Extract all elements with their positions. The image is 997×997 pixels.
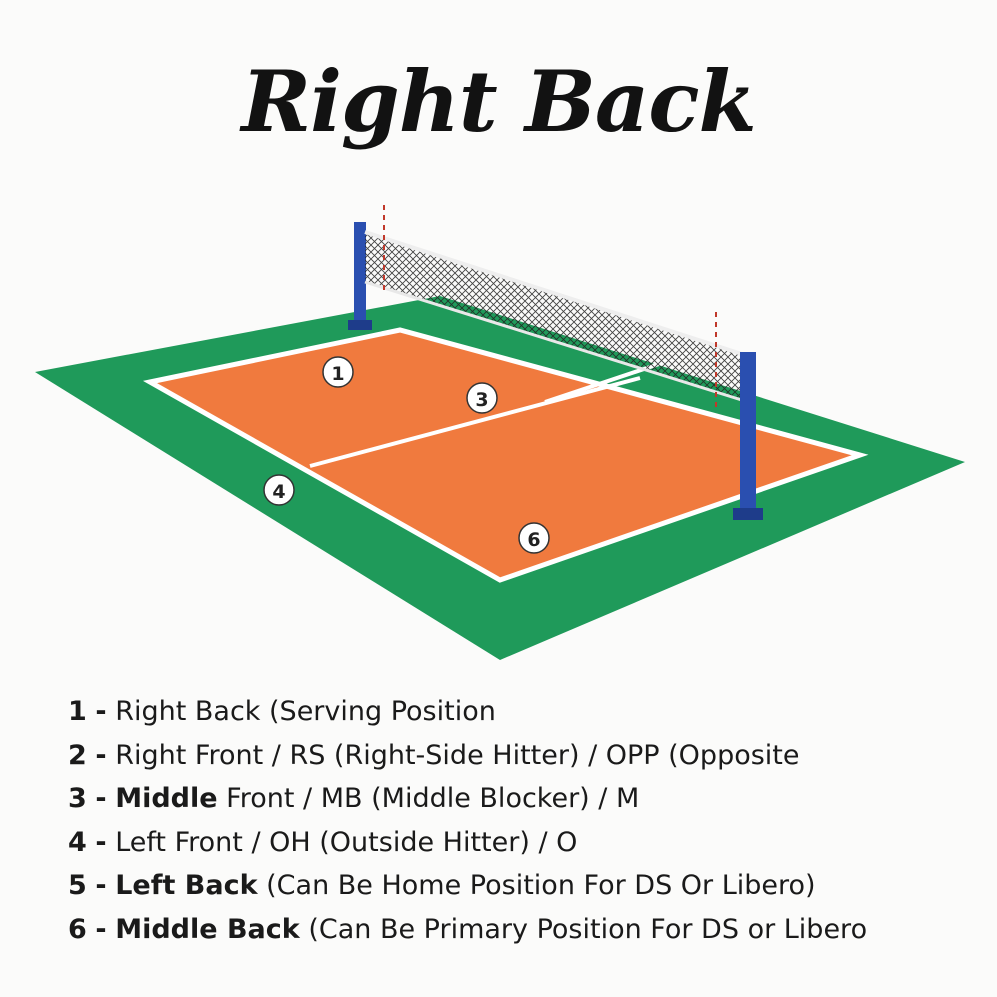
legend-number: 5 <box>68 870 87 901</box>
center-line <box>399 328 861 457</box>
svg-text:6: 6 <box>527 529 540 551</box>
svg-text:4: 4 <box>272 481 285 503</box>
attack-line <box>309 376 641 468</box>
svg-text:1: 1 <box>331 363 344 385</box>
legend-text: Right Front / RS (Right-Side Hitter) / O… <box>115 739 800 771</box>
legend-number: 2 <box>68 739 87 771</box>
legend-number: 4 <box>68 826 87 858</box>
legend-text: (Can Be Home Position For DS Or Libero) <box>266 870 816 901</box>
position-badge-4: 4 <box>263 474 295 506</box>
legend-text: Left Front / OH (Outside Hitter) / O <box>115 826 578 858</box>
legend-text: Right Back (Serving Position <box>115 696 496 727</box>
legend-item: 2 - Right Front / RS (Right-Side Hitter)… <box>68 734 968 778</box>
position-legend: 1 - Right Back (Serving Position 2 - Rig… <box>68 690 968 951</box>
legend-number: 3 <box>68 783 87 814</box>
position-badge-3: 3 <box>466 382 498 414</box>
legend-number: 1 <box>68 696 87 727</box>
legend-dash: - <box>95 913 107 945</box>
legend-bold-text: Left Back <box>115 870 258 901</box>
legend-dash: - <box>95 696 107 727</box>
legend-item: 5 - Left Back (Can Be Home Position For … <box>68 864 968 908</box>
position-badge-1: 1 <box>322 356 354 388</box>
legend-item: 3 - Middle Front / MB (Middle Blocker) /… <box>68 777 968 821</box>
volleyball-court-diagram: 1 3 4 6 <box>35 205 965 660</box>
legend-text: Front / MB (Middle Blocker) / M <box>226 783 640 814</box>
legend-text: (Can Be Primary Position For DS or Liber… <box>308 913 868 945</box>
net-top-band <box>364 230 749 358</box>
legend-bold-text: Middle <box>115 783 218 814</box>
legend-dash: - <box>95 783 107 814</box>
net <box>365 232 748 402</box>
net-bottom-band <box>364 280 749 404</box>
pole-left-base <box>348 320 372 330</box>
pole-right-base <box>733 508 763 520</box>
legend-dash: - <box>95 870 107 901</box>
playing-area <box>150 330 860 580</box>
legend-item: 1 - Right Back (Serving Position <box>68 690 968 734</box>
svg-text:3: 3 <box>475 389 488 411</box>
pole-left <box>354 222 366 328</box>
legend-dash: - <box>95 826 107 858</box>
legend-number: 6 <box>68 913 87 945</box>
page-title: Right Back <box>241 52 756 151</box>
legend-item: 4 - Left Front / OH (Outside Hitter) / O <box>68 821 968 865</box>
legend-item: 6 - Middle Back (Can Be Primary Position… <box>68 908 968 952</box>
legend-bold-text: Middle Back <box>115 913 300 945</box>
pole-right <box>740 352 756 514</box>
legend-dash: - <box>95 739 107 771</box>
position-badge-6: 6 <box>518 522 550 554</box>
